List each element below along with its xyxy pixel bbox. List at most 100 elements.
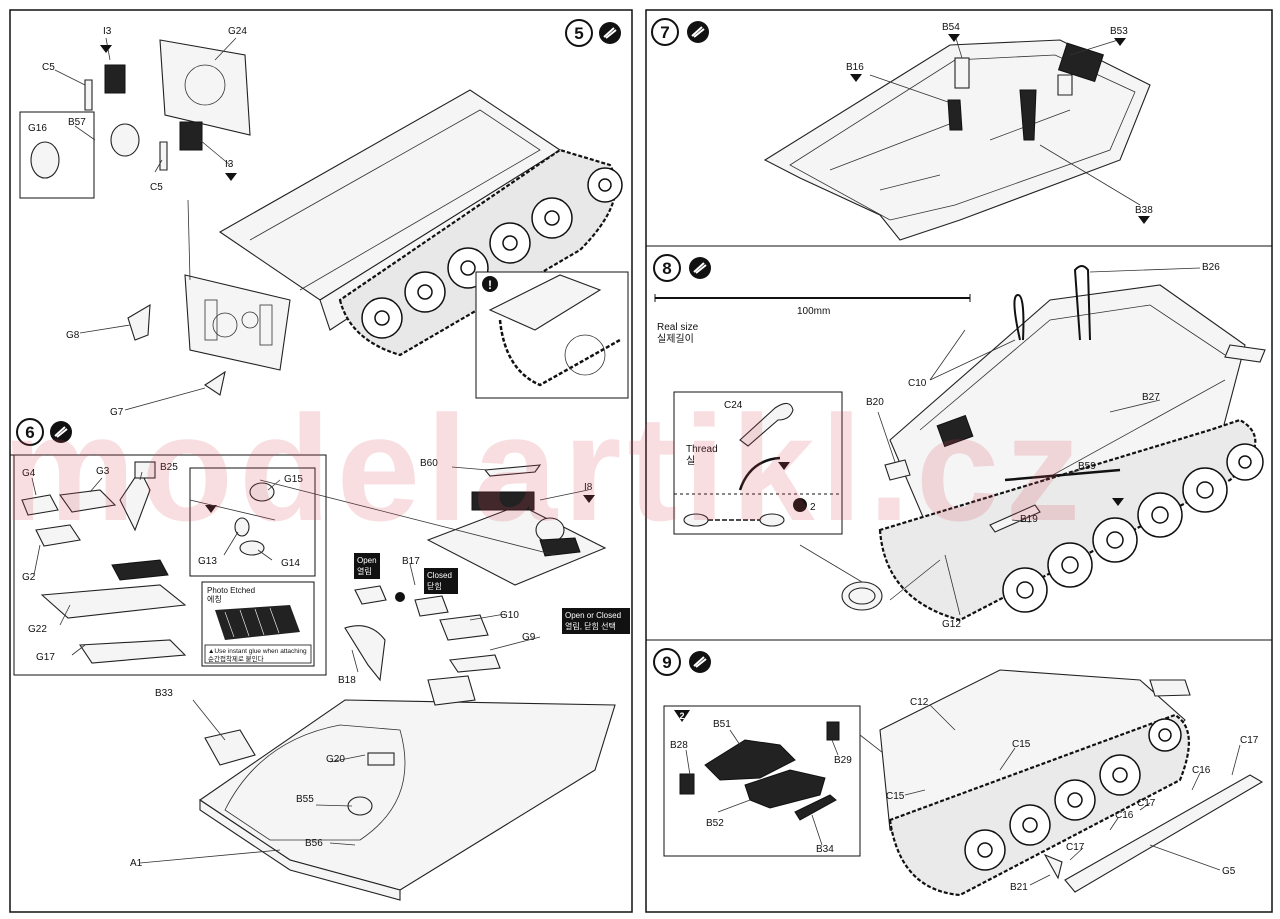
- label-B34: B34: [816, 844, 834, 855]
- label-B21: B21: [1010, 882, 1028, 893]
- step8: 8 100mm Real size 실제길이 2 Thread 실: [653, 254, 1266, 630]
- label-B56: B56: [305, 838, 323, 849]
- step8-track: [878, 418, 1257, 622]
- label-B38: B38: [1135, 205, 1153, 216]
- label-G7: G7: [110, 407, 124, 418]
- label-C16-a: C16: [1192, 765, 1211, 776]
- right-panel-border: [645, 9, 1273, 913]
- label-I3-top: I3: [103, 26, 112, 37]
- sub-step-number: 2: [679, 711, 684, 721]
- step6: 6 Photo Etched 에칭 ▲Use instant glue when: [13, 418, 630, 901]
- label-B33: B33: [155, 688, 173, 699]
- glue-icon: [689, 651, 711, 673]
- label-B55: B55: [296, 794, 314, 805]
- step6-number-badge: [16, 418, 44, 446]
- step9-number: 9: [662, 653, 671, 672]
- label-B59: B59: [1078, 461, 1096, 472]
- glue-icon: [689, 257, 711, 279]
- step5-rear-details: [204, 299, 273, 346]
- label-G5: G5: [1222, 866, 1236, 877]
- step7: 7 B54 B53 B16 B38: [651, 18, 1153, 241]
- label-G13: G13: [198, 556, 217, 567]
- closed-tag-ko: 닫힘: [427, 581, 442, 591]
- triangle-marker: [100, 45, 112, 53]
- photo-etched-title: Photo Etched: [207, 586, 255, 595]
- label-C12: C12: [910, 697, 929, 708]
- label-B53: B53: [1110, 26, 1128, 37]
- step9-number-badge: [653, 648, 681, 676]
- thread-ko: 실: [686, 455, 695, 467]
- label-B51: B51: [713, 719, 731, 730]
- step6-number: 6: [25, 423, 34, 442]
- glue-icon: [687, 21, 709, 43]
- label-C17-b: C17: [1137, 798, 1156, 809]
- closed-tag-en: Closed: [427, 571, 452, 580]
- step5-number-badge: [565, 19, 593, 47]
- glue-note-en: ▲Use instant glue when attaching: [208, 648, 307, 655]
- glue-icon: [599, 22, 621, 44]
- step7-number-badge: [651, 18, 679, 46]
- label-B18: B18: [338, 675, 356, 686]
- label-C10: C10: [908, 378, 927, 389]
- step5-number: 5: [574, 24, 583, 43]
- step7-deck-plate: [763, 39, 1151, 241]
- step9: 9 2 B51 B28 B29 B52 B34 C12 C: [653, 648, 1264, 897]
- step5-hull-floor: [249, 109, 541, 291]
- step6-upper-hull: [199, 699, 616, 891]
- label-B54: B54: [942, 22, 960, 33]
- triangle-marker: [948, 34, 960, 42]
- triangle-marker: [583, 495, 595, 503]
- label-B20: B20: [866, 397, 884, 408]
- photo-etched-sub: 에칭: [207, 595, 222, 604]
- label-I8: I8: [584, 482, 593, 493]
- label-C15-a: C15: [1012, 739, 1031, 750]
- label-C17-c: C17: [1066, 842, 1085, 853]
- label-G22: G22: [28, 624, 47, 635]
- step8-number: 8: [662, 259, 671, 278]
- real-size-en: Real size: [657, 322, 699, 333]
- triangle-marker: [1112, 498, 1124, 506]
- ruler-value: 100mm: [797, 306, 830, 317]
- side-skirt-G5: [1064, 774, 1264, 893]
- thread-en: Thread: [686, 444, 718, 455]
- triangle-marker: [850, 74, 862, 82]
- sub-count: 2: [810, 502, 816, 513]
- glue-icon: [50, 421, 72, 443]
- step8-number-badge: [653, 254, 681, 282]
- step5: 5: [19, 19, 629, 418]
- glue-note-ko: 순간접착제로 붙인다: [208, 654, 264, 663]
- label-A1: A1: [130, 858, 143, 869]
- label-G12: G12: [942, 619, 961, 630]
- open-or-closed-en: Open or Closed: [565, 611, 621, 620]
- tow-cable-box: [673, 391, 843, 535]
- open-or-closed-ko: 열림, 닫힘 선택: [565, 621, 616, 631]
- label-G16: G16: [28, 123, 47, 134]
- label-I3-bottom: I3: [225, 159, 234, 170]
- triangle-marker: [225, 173, 237, 181]
- glue-icon-mark: [603, 27, 617, 39]
- label-B16: B16: [846, 62, 864, 73]
- label-G3: G3: [96, 466, 110, 477]
- label-C5-bottom: C5: [150, 182, 163, 193]
- step8-road-wheels: [1002, 443, 1264, 613]
- label-G24: G24: [228, 26, 247, 37]
- label-G20: G20: [326, 754, 345, 765]
- open-tag-en: Open: [357, 556, 377, 565]
- step5-g24-plate: [159, 39, 251, 136]
- label-B26: B26: [1202, 262, 1220, 273]
- label-B29: B29: [834, 755, 852, 766]
- label-B27: B27: [1142, 392, 1160, 403]
- label-C15-b: C15: [886, 791, 905, 802]
- left-panel-border: [9, 9, 633, 913]
- label-G14: G14: [281, 558, 300, 569]
- label-B17: B17: [402, 556, 420, 567]
- open-tag-ko: 열림: [357, 566, 372, 576]
- label-G8: G8: [66, 330, 80, 341]
- label-C24: C24: [724, 400, 743, 411]
- label-G4: G4: [22, 468, 36, 479]
- label-C17-a: C17: [1240, 735, 1259, 746]
- label-G10: G10: [500, 610, 519, 621]
- step5-rear-plate: [184, 274, 291, 371]
- label-B57: B57: [68, 117, 86, 128]
